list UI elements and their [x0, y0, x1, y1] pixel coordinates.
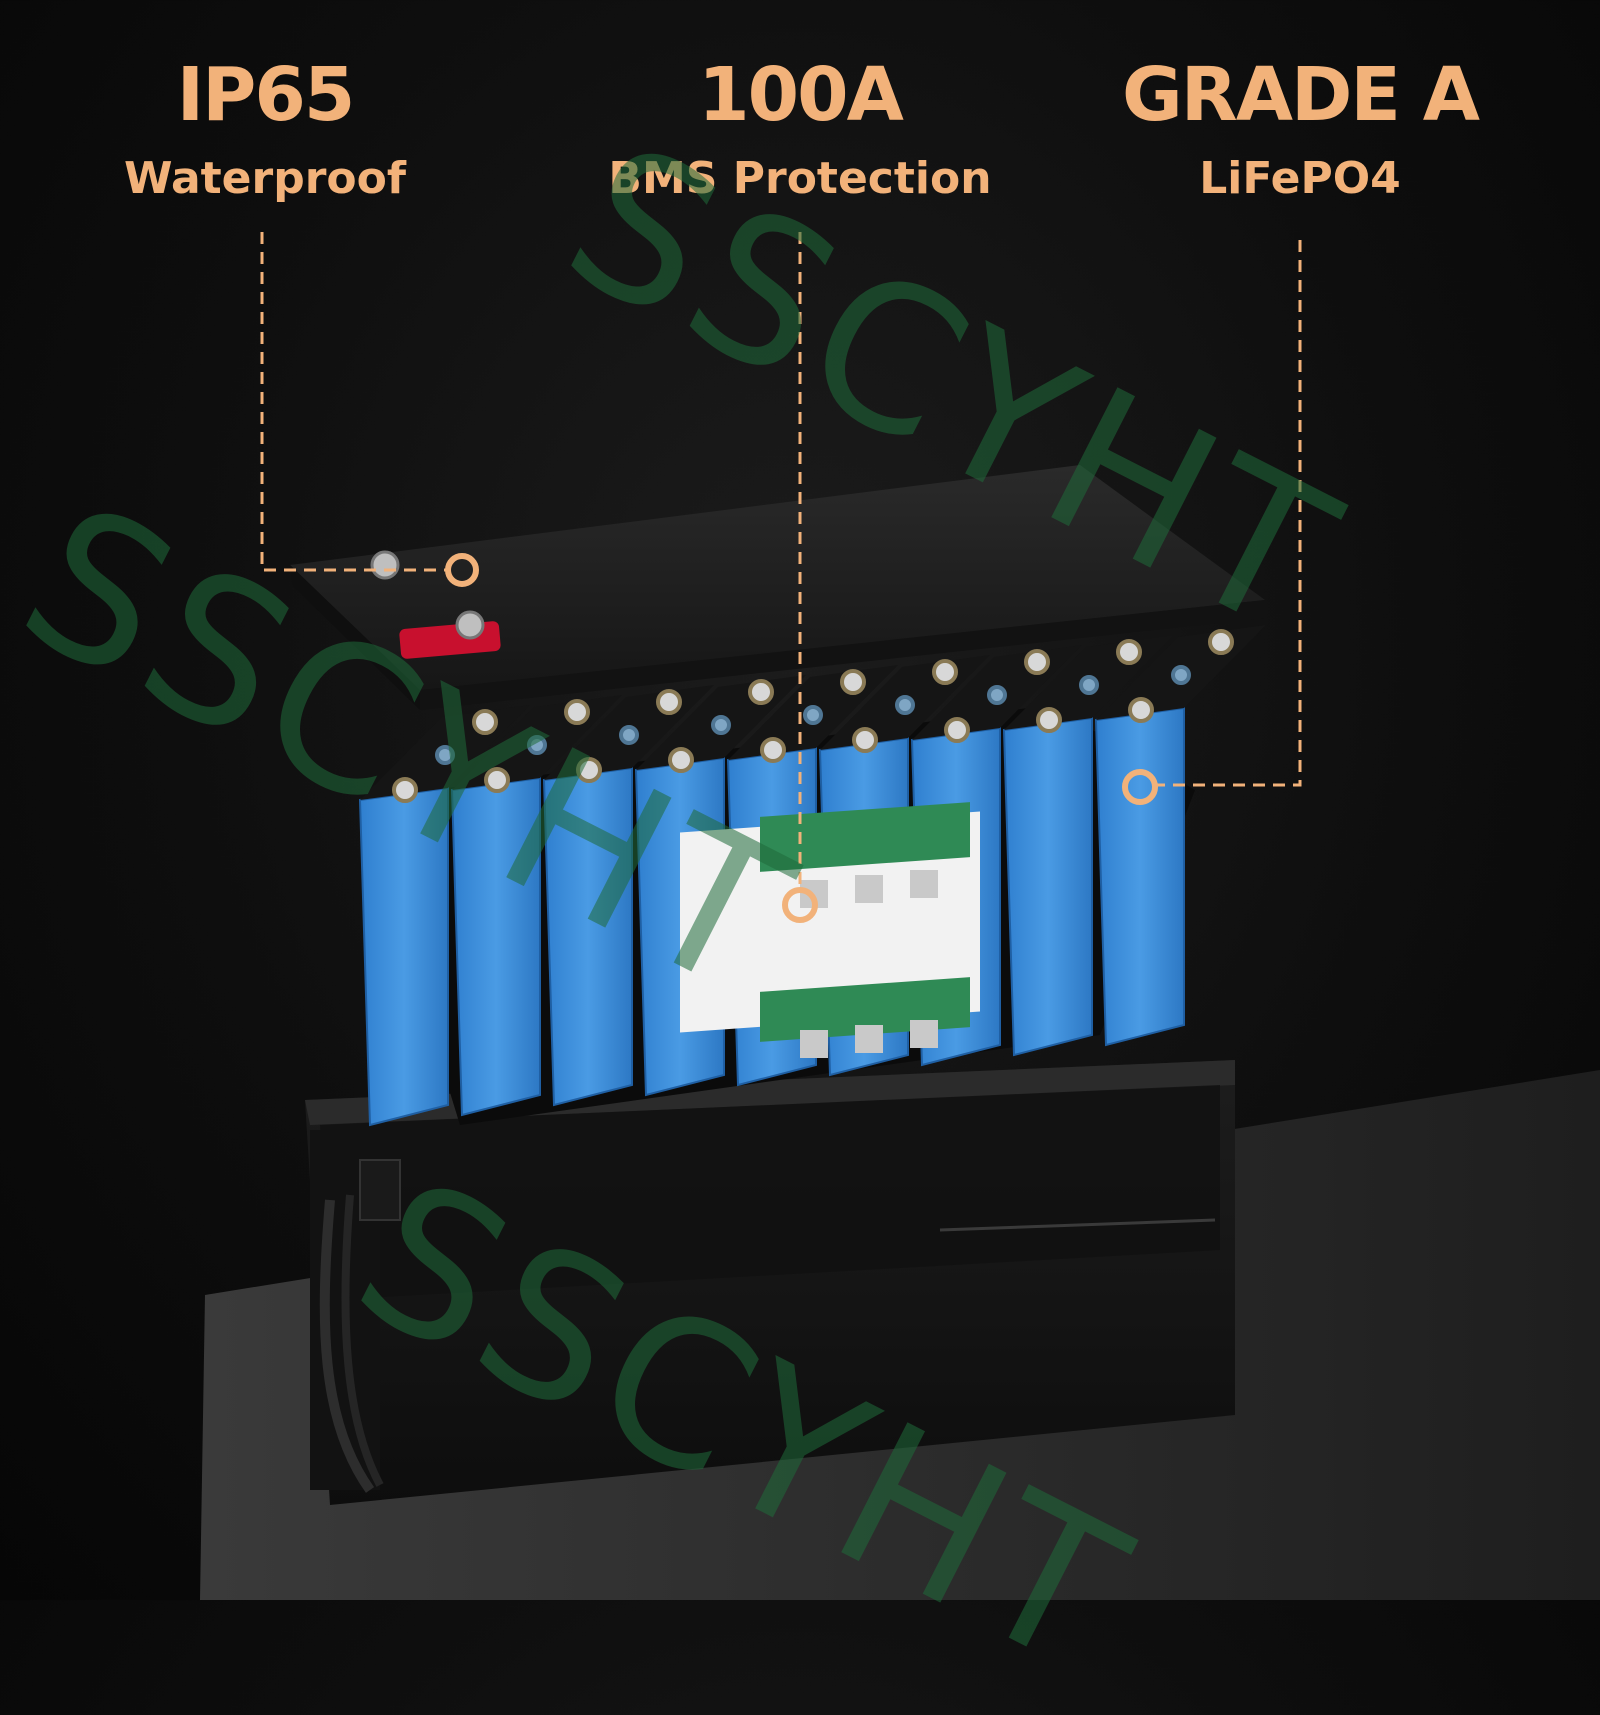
cell	[450, 695, 622, 1117]
callout-lines	[260, 232, 1302, 885]
ip65-marker	[445, 553, 479, 587]
lifepo4-leader-line	[1150, 240, 1302, 787]
bms-marker	[782, 887, 818, 923]
lifepo4-marker	[1122, 769, 1158, 805]
callout-markers	[445, 553, 1158, 923]
feature-bms: 100A BMS Protection	[540, 50, 1060, 214]
feature-ip65: IP65 Waterproof	[5, 50, 525, 214]
feature-bms-title: 100A	[698, 52, 904, 138]
battery-lid	[290, 465, 1265, 710]
cell	[542, 685, 714, 1107]
feature-grade: GRADE A LiFePO4	[1040, 50, 1560, 214]
cell	[358, 705, 530, 1127]
ip65-leader-line	[260, 232, 448, 572]
bms-board	[680, 802, 980, 1058]
feature-grade-subtitle: LiFePO4	[1199, 153, 1401, 204]
battery-case	[305, 1060, 1235, 1505]
feature-ip65-subtitle: Waterproof	[123, 153, 407, 204]
cell	[1002, 635, 1174, 1057]
feature-bms-subtitle: BMS Protection	[608, 153, 992, 204]
feature-ip65-title: IP65	[176, 52, 356, 138]
cell	[1094, 625, 1266, 1047]
feature-grade-title: GRADE A	[1122, 52, 1480, 138]
terminal-positive	[455, 610, 485, 640]
terminal-negative	[370, 550, 400, 580]
battery-illustration	[200, 232, 1600, 1600]
